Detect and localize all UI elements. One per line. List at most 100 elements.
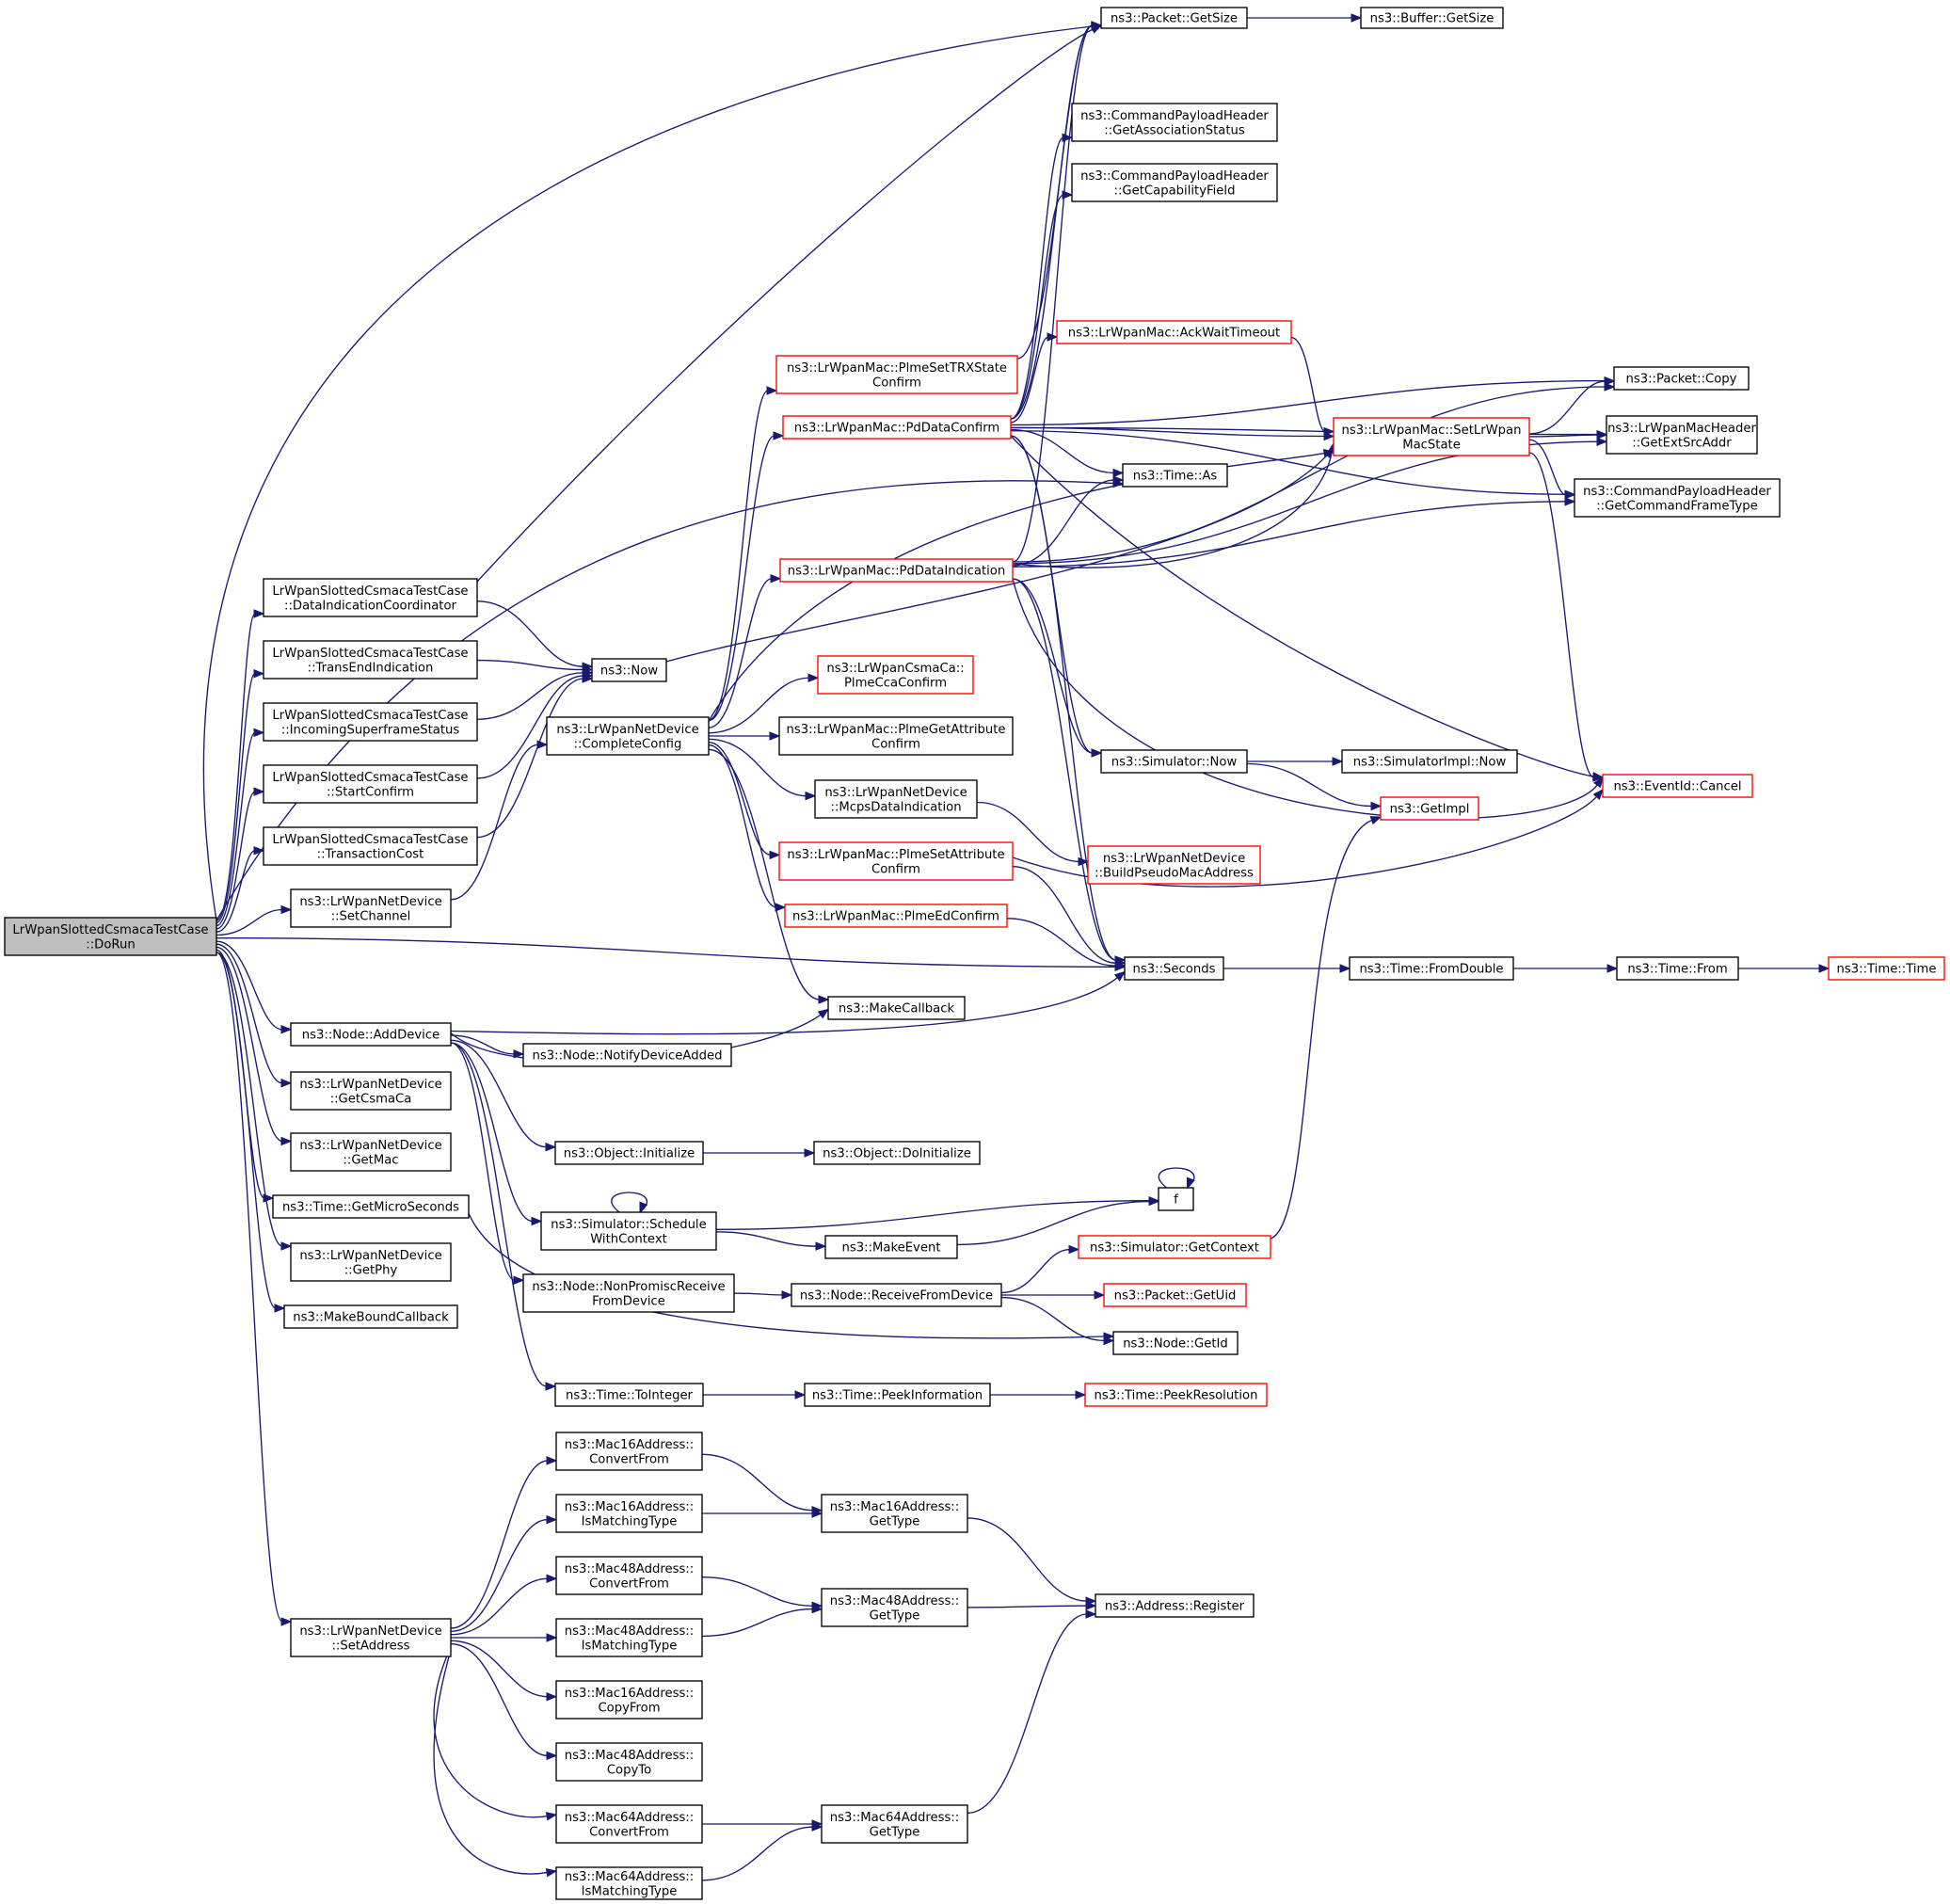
node-bufferGetSize[interactable]: ns3::Buffer::GetSize [1360,7,1504,29]
node-notifyAdded[interactable]: ns3::Node::NotifyDeviceAdded [522,1043,732,1067]
node-completeConfig[interactable]: ns3::LrWpanNetDevice::CompleteConfig [546,716,710,756]
node-box [1071,103,1278,142]
node-startConfirm[interactable]: LrWpanSlottedCsmacaTestCase::StartConfir… [263,764,478,804]
node-getAssocStatus[interactable]: ns3::CommandPayloadHeader::GetAssociatio… [1071,103,1278,142]
node-box [591,658,667,682]
node-getExtSrc[interactable]: ns3::LrWpanMacHeader::GetExtSrcAddr [1606,415,1758,455]
node-timeTime[interactable]: ns3::Time::Time [1828,956,1945,981]
node-mcpsDataInd[interactable]: ns3::LrWpanNetDevice::McpsDataIndication [814,779,978,819]
node-m16IsMatch[interactable]: ns3::Mac16Address::IsMatchingType [555,1494,703,1533]
node-setChannel[interactable]: ns3::LrWpanNetDevice::SetChannel [290,888,452,928]
arrow-head [794,1390,807,1400]
node-objDoInit[interactable]: ns3::Object::DoInitialize [813,1141,981,1165]
node-objInit[interactable]: ns3::Object::Initialize [554,1141,704,1165]
node-label: ns3::LrWpanNetDevice [299,1624,441,1639]
node-getMac[interactable]: ns3::LrWpanNetDevice::GetMac [290,1132,452,1172]
node-timeAs[interactable]: ns3::Time::As [1122,463,1228,488]
node-makeCallback[interactable]: ns3::MakeCallback [827,996,966,1020]
node-m64IsMatch[interactable]: ns3::Mac64Address::IsMatchingType [555,1866,703,1900]
node-simImplNow[interactable]: ns3::SimulatorImpl::Now [1341,749,1518,774]
node-now[interactable]: ns3::Now [591,658,667,682]
node-m48IsMatch[interactable]: ns3::Mac48Address::IsMatchingType [555,1618,703,1657]
arrow-head [253,846,265,856]
edge-line [1010,435,1595,777]
node-m16GetType[interactable]: ns3::Mac16Address::GetType [821,1494,968,1533]
node-addDevice[interactable]: ns3::Node::AddDevice [290,1022,452,1047]
edge-doRun-to-getCsmaCa [216,943,293,1088]
edge-line [450,1042,548,1387]
node-m48CopyTo[interactable]: ns3::Mac48Address::CopyTo [555,1742,703,1782]
node-getCmdType[interactable]: ns3::CommandPayloadHeader::GetCommandFra… [1574,478,1781,518]
node-m16CopyFrom[interactable]: ns3::Mac16Address::CopyFrom [555,1680,703,1720]
edge-objInit-to-objDoInit [703,1148,816,1158]
node-getImpl[interactable]: ns3::GetImpl [1380,796,1479,821]
node-label: WithContext [590,1232,667,1246]
node-m64ConvFrom[interactable]: ns3::Mac64Address::ConvertFrom [555,1804,703,1844]
node-transEnd[interactable]: LrWpanSlottedCsmacaTestCase::TransEndInd… [263,640,478,680]
edge-line [476,678,584,839]
node-plmeEd[interactable]: ns3::LrWpanMac::PlmeEdConfirm [784,904,1008,928]
arrow-head [639,1201,648,1214]
edge-pdDataInd-to-timeAs [1012,475,1125,567]
arrow-head [546,1691,558,1702]
node-label: ns3::MakeBoundCallback [293,1311,449,1325]
node-getPhy[interactable]: ns3::LrWpanNetDevice::GetPhy [290,1242,452,1282]
node-box [1078,1235,1271,1259]
edge-line [476,659,584,671]
node-toInteger[interactable]: ns3::Time::ToInteger [554,1383,704,1407]
node-transCost[interactable]: LrWpanSlottedCsmacaTestCase::Transaction… [263,826,478,866]
node-getMicro[interactable]: ns3::Time::GetMicroSeconds [272,1194,470,1219]
node-dataIndCoord[interactable]: LrWpanSlottedCsmacaTestCase::DataIndicat… [263,578,478,617]
node-addrRegister[interactable]: ns3::Address::Register [1095,1593,1255,1618]
node-seconds[interactable]: ns3::Seconds [1124,956,1224,981]
node-f[interactable]: f [1158,1187,1194,1211]
node-getCapField[interactable]: ns3::CommandPayloadHeader::GetCapability… [1071,163,1278,202]
node-getSize[interactable]: ns3::Packet::GetSize [1100,7,1248,29]
node-setAddress[interactable]: ns3::LrWpanNetDevice::SetAddress [290,1618,452,1657]
node-plmeCca[interactable]: ns3::LrWpanCsmaCa::PlmeCcaConfirm [817,655,974,695]
node-fromDouble[interactable]: ns3::Time::FromDouble [1349,956,1514,981]
node-m16ConvFrom[interactable]: ns3::Mac16Address::ConvertFrom [555,1432,703,1471]
node-makeEvent[interactable]: ns3::MakeEvent [824,1235,958,1259]
node-timeFrom[interactable]: ns3::Time::From [1616,956,1739,981]
node-label: ns3::Time::As [1133,470,1218,484]
node-simNow[interactable]: ns3::Simulator::Now [1100,749,1248,774]
node-getCsmaCa[interactable]: ns3::LrWpanNetDevice::GetCsmaCa [290,1071,452,1111]
edge-m64IsMatch-to-m64GetType [701,1822,823,1881]
node-getUid[interactable]: ns3::Packet::GetUid [1103,1283,1247,1307]
node-nodeGetId[interactable]: ns3::Node::GetId [1112,1331,1239,1355]
node-box [1616,956,1739,981]
node-simGetCtx[interactable]: ns3::Simulator::GetContext [1078,1235,1271,1259]
node-m48ConvFrom[interactable]: ns3::Mac48Address::ConvertFrom [555,1556,703,1595]
node-peekRes[interactable]: ns3::Time::PeekResolution [1084,1383,1268,1407]
node-label: Confirm [871,737,920,751]
node-doRun[interactable]: LrWpanSlottedCsmacaTestCase::DoRun [4,917,217,956]
node-m64GetType[interactable]: ns3::Mac64Address::GetType [821,1804,968,1844]
node-packetCopy[interactable]: ns3::Packet::Copy [1613,366,1750,391]
arrow-head [1606,964,1619,973]
edge-completeConfig-to-plmeSetTrx [708,386,778,721]
node-pdDataInd[interactable]: ns3::LrWpanMac::PdDataIndication [779,558,1014,583]
edge-setState-to-eventCancel [1528,452,1605,782]
edge-schedCtx-to-makeEvent [715,1231,827,1251]
node-makeBound[interactable]: ns3::MakeBoundCallback [283,1304,458,1329]
node-label: ns3::Time::Time [1837,963,1937,977]
node-peekInfo[interactable]: ns3::Time::PeekInformation [804,1383,991,1407]
node-box [1087,845,1261,885]
node-pdDataConfirm[interactable]: ns3::LrWpanMac::PdDataConfirm [782,415,1012,440]
edge-line [976,801,1080,863]
node-incSuper[interactable]: LrWpanSlottedCsmacaTestCase::IncomingSup… [263,702,478,742]
node-m48GetType[interactable]: ns3::Mac48Address::GetType [821,1588,968,1627]
edge-m64ConvFrom-to-m64GetType [702,1819,823,1829]
node-label: ::GetCapabilityField [1114,184,1236,198]
node-buildPseudo[interactable]: ns3::LrWpanNetDevice::BuildPseudoMacAddr… [1087,845,1261,885]
node-ackWait[interactable]: ns3::LrWpanMac::AckWaitTimeout [1056,320,1292,344]
node-recvFromDev[interactable]: ns3::Node::ReceiveFromDevice [791,1283,1002,1307]
node-eventCancel[interactable]: ns3::EventId::Cancel [1602,774,1753,798]
